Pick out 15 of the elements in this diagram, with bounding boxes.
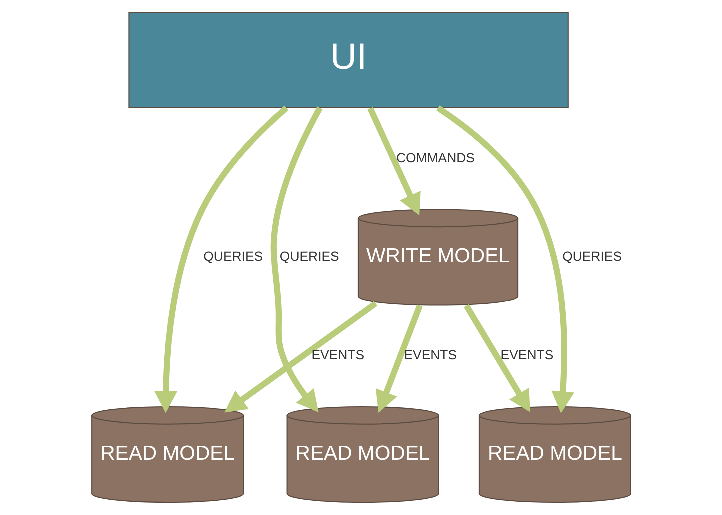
edge-label: QUERIES [279, 248, 339, 264]
edge-label: QUERIES [203, 248, 263, 264]
arrow [224, 301, 378, 413]
arrow [154, 106, 288, 414]
arrow [436, 106, 574, 414]
arrow [463, 304, 530, 413]
arrow [375, 304, 422, 414]
edge-label: EVENTS [311, 348, 364, 363]
arrow [270, 106, 322, 413]
edge-label: QUERIES [562, 248, 622, 264]
arrow [367, 107, 420, 216]
edge-label: COMMANDS [396, 150, 474, 166]
edge-label: EVENTS [404, 348, 457, 363]
node-box: UI [128, 12, 568, 109]
edge-label: EVENTS [500, 348, 554, 363]
